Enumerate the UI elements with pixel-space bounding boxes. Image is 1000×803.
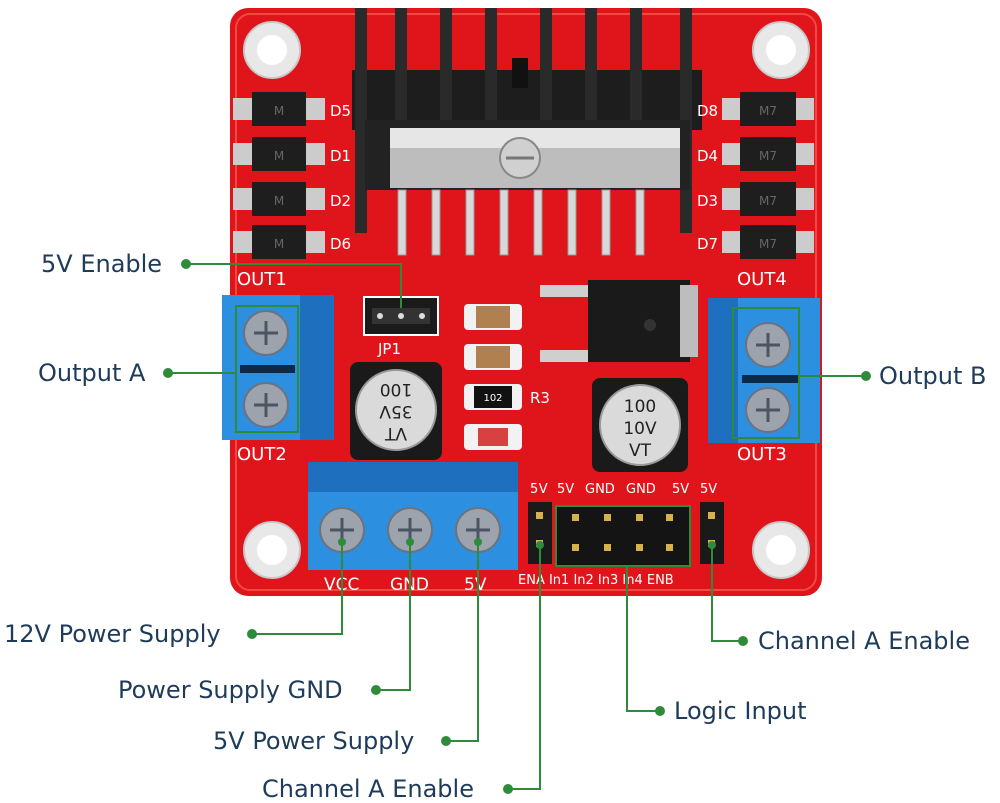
diode-d8: M7 D8 [697,92,814,126]
jp1-label: JP1 [377,340,401,358]
callout-5v-power-supply: 5V Power Supply [213,727,415,755]
diode-label: D5 [330,102,351,120]
cap-text: VT [629,441,652,461]
cap-text: 100 [624,397,656,417]
diode-mark: M7 [759,194,777,208]
diode-mark: M [274,149,284,163]
diode-mark: M7 [759,237,777,251]
l298n-legs [397,189,645,256]
callout-channel-enable-left: Channel A Enable [262,775,474,803]
smd-components: 102 R3 [464,304,550,450]
diode-label: D4 [697,147,718,165]
callout-output-b: Output B [879,362,987,390]
power-pin-label: 5V [464,575,487,595]
diode-mark: M [274,104,284,118]
diode-mark: M [274,237,284,251]
out1-label: OUT1 [237,269,287,290]
header-top-label: 5V [530,482,548,497]
mounting-hole-top-left [243,21,301,79]
cap-text: VT [384,423,407,443]
capacitor-left: VT 35V 100 [350,362,442,460]
header-top-label: GND [626,482,656,497]
diodes-right: M7 D8 M7 D4 M7 D3 M7 D7 [697,92,814,259]
mounting-hole-top-right [752,21,810,79]
resistor-code: 102 [483,393,502,404]
diode-label: D6 [330,235,351,253]
diode-d1: M D1 [233,137,351,171]
diode-d6: M D6 [233,225,351,259]
terminal-block-power [308,462,518,570]
leader-dots [163,259,871,794]
callout-power-supply-gnd: Power Supply GND [118,676,343,704]
capacitor-right: 100 10V VT [592,378,688,472]
cap-text: 100 [380,379,412,399]
diode-mark: M [274,194,284,208]
header-top-label: 5V [700,482,717,497]
diodes-left: M D5 M D1 M D2 M D6 [233,92,351,259]
terminal-block-output-b [708,298,820,443]
header-bottom-label: ENA In1 In2 In3 In4 ENB [518,573,674,588]
heatsink [352,8,702,233]
callout-5v-enable: 5V Enable [41,250,163,278]
cap-text: 35V [379,401,413,421]
mounting-hole-bottom-right [752,521,810,579]
mounting-hole-bottom-left [243,521,301,579]
leader-lines [168,263,866,790]
diode-label: D8 [697,102,718,120]
diode-d7: M7 D7 [697,225,814,259]
callout-channel-enable-right: Channel A Enable [758,627,970,655]
diode-mark: M7 [759,149,777,163]
diode-label: D7 [697,235,718,253]
cap-text: 10V [623,419,657,439]
header-top-label: 5V [557,482,574,497]
diode-label: D2 [330,192,351,210]
callout-output-a: Output A [38,359,146,387]
out3-label: OUT3 [737,444,787,465]
diode-label: D3 [697,192,718,210]
out4-label: OUT4 [737,269,787,290]
diode-d5: M D5 [233,92,351,126]
out2-label: OUT2 [237,444,287,465]
header-top-label: 5V [672,482,689,497]
callout-12v-power-supply: 12V Power Supply [4,620,221,648]
diode-d2: M D2 [233,182,351,216]
voltage-regulator [540,280,698,362]
diode-label: D1 [330,147,351,165]
callout-logic-input: Logic Input [674,697,807,725]
diode-d4: M7 D4 [697,137,814,171]
terminal-block-output-a [222,295,334,440]
diode-d3: M7 D3 [697,182,814,216]
diode-mark: M7 [759,104,777,118]
r3-label: R3 [530,389,550,407]
header-top-label: GND [585,482,615,497]
